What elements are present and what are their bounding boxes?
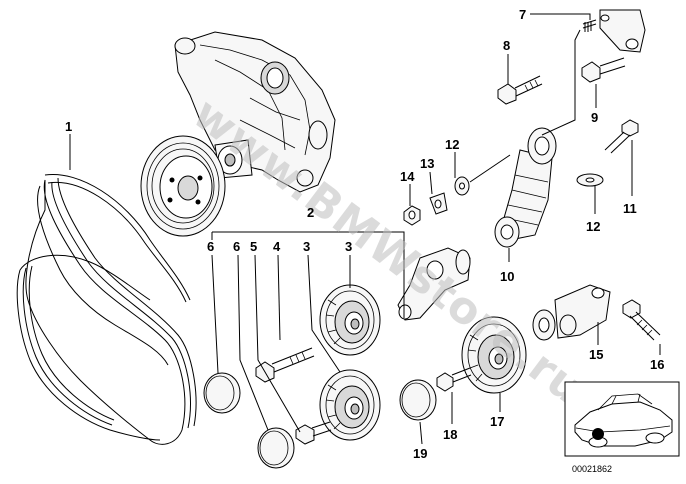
bracket-15 <box>532 284 611 341</box>
label-17: 17 <box>490 414 504 429</box>
label-14: 14 <box>400 169 415 184</box>
idler-pulley-lower <box>319 369 381 441</box>
label-19: 19 <box>413 446 427 461</box>
ribbed-v-belt <box>16 173 197 445</box>
label-3a: 3 <box>345 239 352 254</box>
nut-14 <box>403 205 421 226</box>
label-12b: 12 <box>586 219 600 234</box>
bracket-assembly <box>582 9 646 53</box>
drawing-number: 00021862 <box>572 464 612 474</box>
label-12a: 12 <box>445 137 459 152</box>
bolt-9 <box>581 57 626 83</box>
idler-pulley-upper <box>319 284 381 356</box>
label-18: 18 <box>443 427 457 442</box>
pump-pulley <box>140 135 226 237</box>
label-2: 2 <box>307 205 314 220</box>
bolt-5 <box>295 421 332 445</box>
hydraulic-tensioner <box>494 127 557 248</box>
label-8: 8 <box>503 38 510 53</box>
water-pump <box>174 31 336 193</box>
label-9: 9 <box>591 110 598 125</box>
label-11: 11 <box>623 201 637 216</box>
cover-cap-6b <box>257 427 295 469</box>
idler-pulley-17 <box>461 316 527 394</box>
label-15: 15 <box>589 347 603 362</box>
label-4: 4 <box>273 239 281 254</box>
washer-12b <box>576 173 604 187</box>
label-13: 13 <box>420 156 434 171</box>
label-1: 1 <box>65 119 72 134</box>
tensioner-bracket <box>397 247 471 321</box>
label-16: 16 <box>650 357 664 372</box>
clip-13 <box>429 192 448 215</box>
bolt-4 <box>255 347 315 383</box>
label-3b: 3 <box>303 239 310 254</box>
bolt-16 <box>622 299 661 341</box>
bolt-18 <box>436 367 472 392</box>
washer-12a <box>454 176 470 196</box>
part-labels: 1 2 3 3 4 5 6 6 7 8 9 10 11 12 12 13 14 … <box>65 7 664 461</box>
car-location-icon <box>574 393 673 448</box>
label-6a: 6 <box>207 239 214 254</box>
label-10: 10 <box>500 269 514 284</box>
label-5: 5 <box>250 239 257 254</box>
label-6b: 6 <box>233 239 240 254</box>
bolt-8 <box>497 75 543 105</box>
cover-cap-19 <box>399 379 437 421</box>
bolt-11 <box>604 119 639 154</box>
label-7: 7 <box>519 7 526 22</box>
leader-lines <box>69 13 661 445</box>
car-location-inset: 00021862 <box>564 381 680 474</box>
cover-cap-6a <box>203 372 241 414</box>
